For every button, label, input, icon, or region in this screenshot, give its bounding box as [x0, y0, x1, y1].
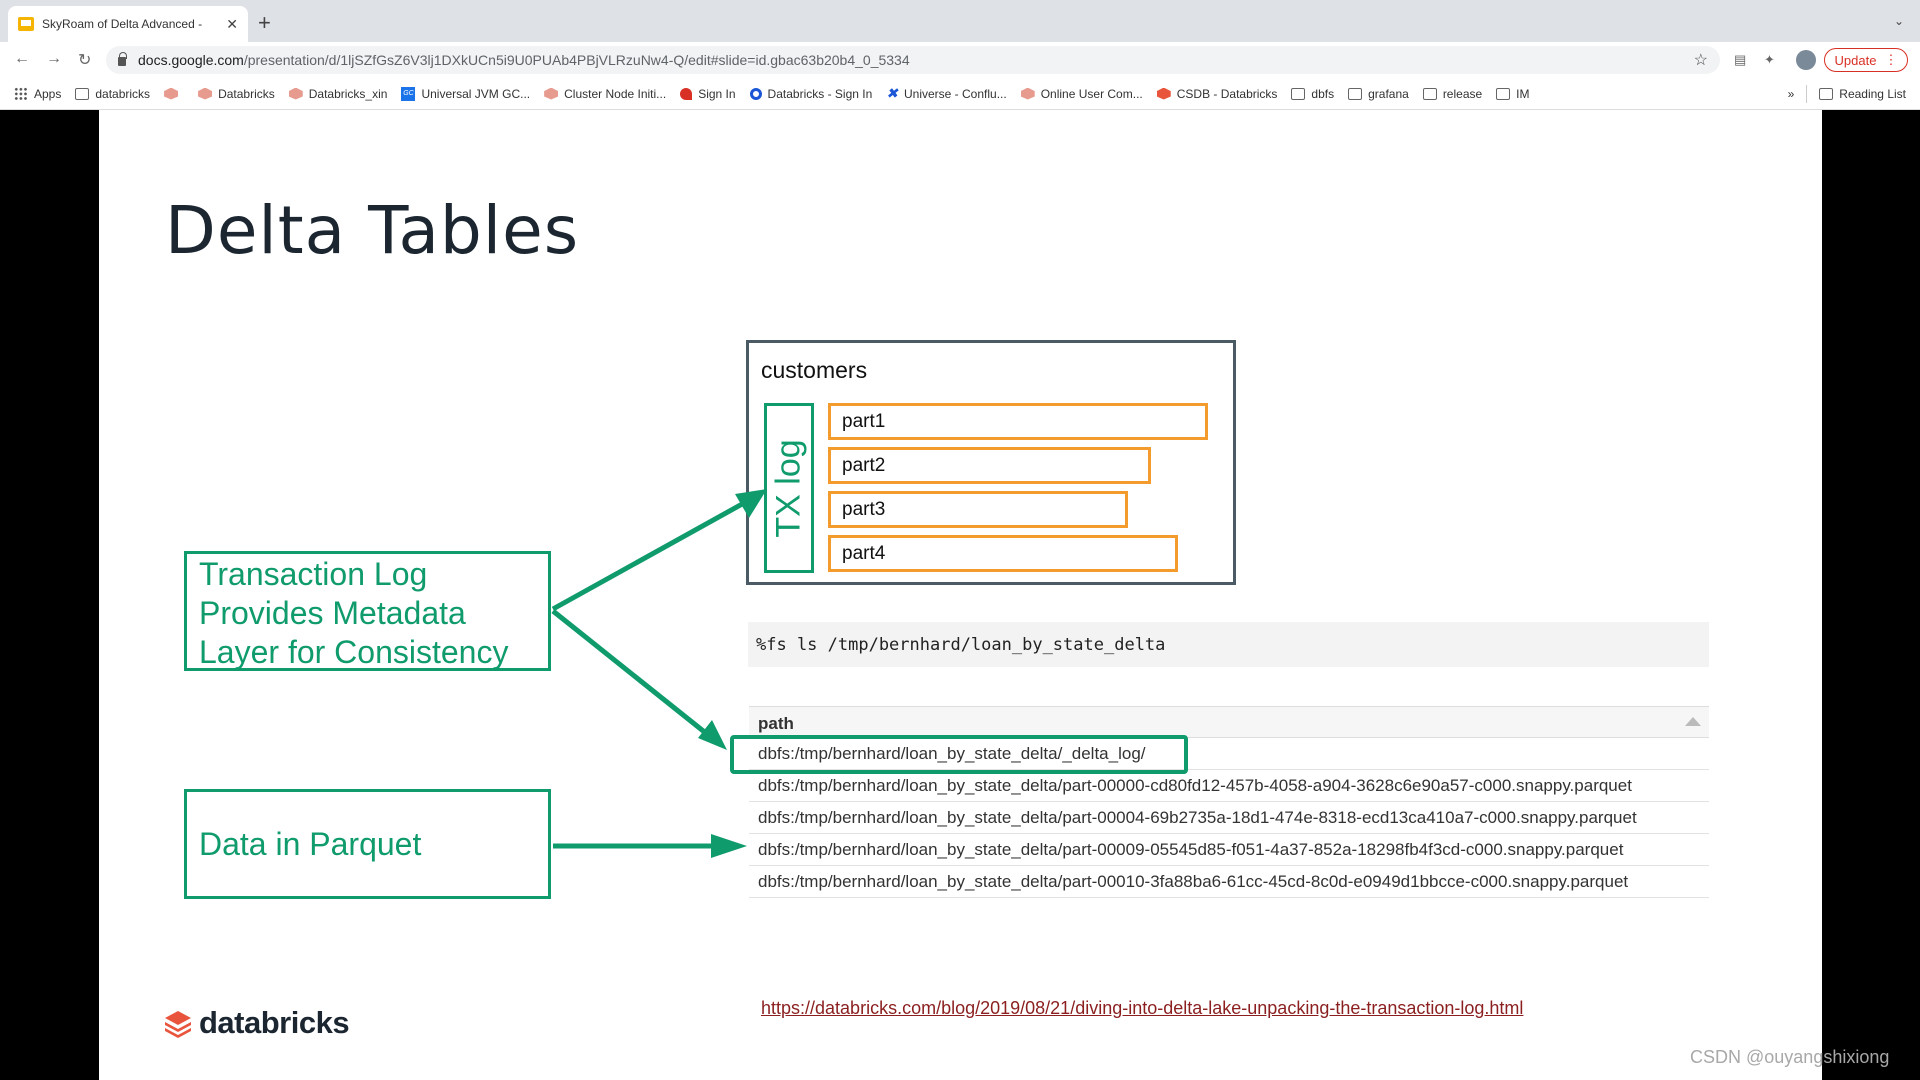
- table-row: dbfs:/tmp/bernhard/loan_by_state_delta/p…: [749, 866, 1709, 898]
- bookmark-databricks[interactable]: Databricks: [198, 87, 275, 101]
- apps-grid-icon: [14, 87, 28, 101]
- sign-in-icon: [680, 88, 692, 100]
- folder-icon: [1423, 88, 1437, 100]
- update-button[interactable]: Update ⋮: [1824, 48, 1908, 72]
- bookmark-databricks-icon-only[interactable]: [164, 88, 184, 100]
- slide-canvas: Delta Tables customers TX log part1 part…: [99, 110, 1822, 1080]
- part-box: part1: [828, 403, 1208, 440]
- new-tab-button[interactable]: +: [258, 10, 271, 36]
- address-bar[interactable]: docs.google.com /presentation/d/1ljSZfGs…: [106, 46, 1720, 74]
- bookmark-cluster-node[interactable]: Cluster Node Initi...: [544, 87, 666, 101]
- bookmark-release[interactable]: release: [1423, 87, 1482, 101]
- bookmark-databricks-sign-in[interactable]: Databricks - Sign In: [750, 87, 873, 101]
- delta-log-highlight: [730, 735, 1188, 774]
- folder-icon: [75, 88, 89, 100]
- back-icon[interactable]: ←: [14, 50, 30, 68]
- transaction-log-callout: Transaction Log Provides Metadata Layer …: [184, 551, 551, 671]
- callout-line: Layer for Consistency: [199, 633, 548, 672]
- slides-favicon-icon: [18, 17, 34, 31]
- url-host: docs.google.com: [138, 52, 244, 68]
- customers-label: customers: [761, 357, 867, 384]
- circle-icon: [750, 88, 762, 100]
- bookmark-grafana[interactable]: grafana: [1348, 87, 1409, 101]
- bookmarks-bar: Apps databricks Databricks Databricks_xi…: [0, 78, 1920, 110]
- gc-icon: GC: [401, 87, 415, 101]
- tx-log-box: TX log: [764, 403, 814, 573]
- part-box: part3: [828, 491, 1128, 528]
- arrow-head-parquet: [711, 834, 747, 858]
- bookmark-confluence[interactable]: ✖Universe - Conflu...: [886, 85, 1006, 102]
- more-bookmarks-button[interactable]: »: [1788, 87, 1795, 101]
- tx-log-label: TX log: [770, 439, 809, 537]
- bookmark-divider: [1806, 85, 1807, 103]
- arrow-to-txlog: [553, 493, 762, 609]
- path-column-header: path: [758, 714, 794, 734]
- databricks-red-icon: [1157, 88, 1171, 100]
- table-header[interactable]: path: [749, 706, 1709, 738]
- part-box: part4: [828, 535, 1178, 572]
- tab-search-chevron-icon[interactable]: ⌄: [1894, 14, 1904, 28]
- parquet-callout: Data in Parquet: [184, 789, 551, 899]
- bookmark-databricks-xin[interactable]: Databricks_xin: [289, 87, 388, 101]
- table-row: dbfs:/tmp/bernhard/loan_by_state_delta/p…: [749, 834, 1709, 866]
- puzzle-extensions-icon[interactable]: ✦: [1764, 52, 1775, 68]
- databricks-icon: [1021, 88, 1035, 100]
- bookmark-apps[interactable]: Apps: [14, 87, 61, 101]
- bookmark-dbfs[interactable]: dbfs: [1291, 87, 1334, 101]
- bookmark-im[interactable]: IM: [1496, 87, 1529, 101]
- databricks-icon: [544, 88, 558, 100]
- customers-table-box: customers TX log part1 part2 part3 part4: [746, 340, 1236, 585]
- browser-tab[interactable]: SkyRoam of Delta Advanced - ✕: [8, 6, 248, 42]
- bookmark-sign-in[interactable]: Sign In: [680, 87, 735, 101]
- part-box: part2: [828, 447, 1151, 484]
- csdn-watermark: CSDN @ouyangshixiong: [1690, 1047, 1889, 1068]
- databricks-icon: [289, 88, 303, 100]
- callout-line: Transaction Log: [199, 555, 548, 594]
- lock-icon: [118, 57, 126, 66]
- tab-bar: SkyRoam of Delta Advanced - ✕ + ⌄: [0, 0, 1920, 42]
- bookmark-databricks-folder[interactable]: databricks: [75, 87, 150, 101]
- folder-icon: [1348, 88, 1362, 100]
- kebab-menu-icon: ⋮: [1884, 52, 1897, 68]
- profile-avatar[interactable]: [1796, 50, 1816, 70]
- reading-list-button[interactable]: Reading List: [1819, 87, 1906, 101]
- update-label: Update: [1835, 53, 1877, 68]
- slide-title: Delta Tables: [165, 192, 579, 269]
- databricks-logo-icon: [163, 1008, 193, 1038]
- bookmark-star-icon[interactable]: ☆: [1694, 50, 1708, 70]
- close-tab-icon[interactable]: ✕: [226, 16, 238, 33]
- table-row: dbfs:/tmp/bernhard/loan_by_state_delta/p…: [749, 802, 1709, 834]
- tab-title: SkyRoam of Delta Advanced -: [42, 17, 222, 31]
- table-row: dbfs:/tmp/bernhard/loan_by_state_delta/p…: [749, 770, 1709, 802]
- bookmark-online-user[interactable]: Online User Com...: [1021, 87, 1143, 101]
- databricks-wordmark: databricks: [199, 1005, 349, 1041]
- browser-toolbar: ← → ↻ docs.google.com /presentation/d/1l…: [0, 42, 1920, 78]
- blog-link[interactable]: https://databricks.com/blog/2019/08/21/d…: [761, 998, 1523, 1019]
- databricks-icon: [164, 88, 178, 100]
- reading-list-icon: [1819, 88, 1833, 100]
- reload-icon[interactable]: ↻: [78, 50, 91, 70]
- forward-icon[interactable]: →: [46, 50, 62, 68]
- folder-icon: [1291, 88, 1305, 100]
- arrow-head-delta-log: [698, 720, 727, 750]
- arrow-to-delta-log: [553, 611, 712, 738]
- databricks-icon: [198, 88, 212, 100]
- extension-icon[interactable]: ▤: [1734, 52, 1746, 68]
- callout-line: Provides Metadata: [199, 594, 548, 633]
- databricks-logo: databricks: [163, 1005, 349, 1041]
- callout-line: Data in Parquet: [199, 825, 421, 864]
- folder-icon: [1496, 88, 1510, 100]
- url-path: /presentation/d/1ljSZfGsZ6V3lj1DXkUCn5i9…: [244, 52, 910, 68]
- sort-icon[interactable]: [1685, 717, 1701, 726]
- confluence-icon: ✖: [886, 85, 898, 102]
- command-cell: %fs ls /tmp/bernhard/loan_by_state_delta: [748, 622, 1709, 667]
- bookmark-csdb[interactable]: CSDB - Databricks: [1157, 87, 1278, 101]
